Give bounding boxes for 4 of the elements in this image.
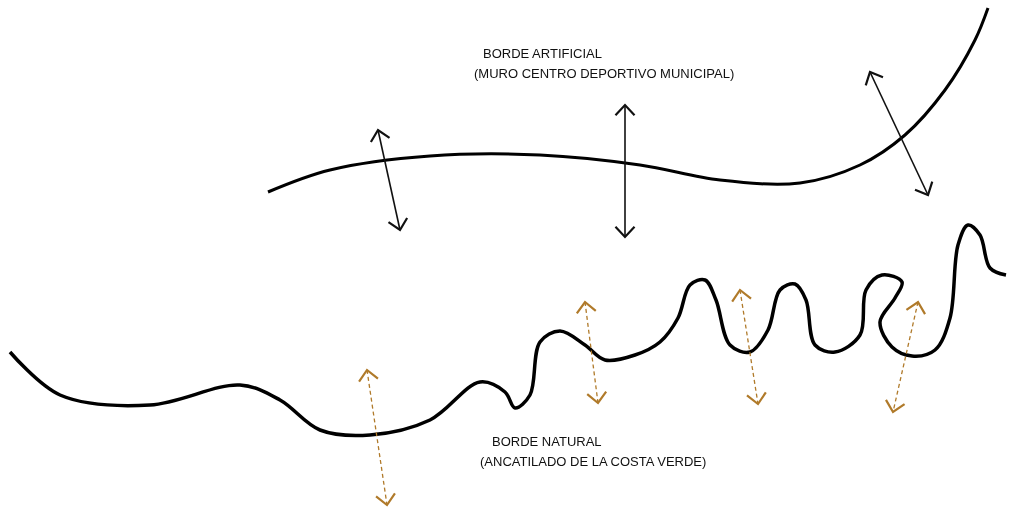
boundary-label: (MURO CENTRO DEPORTIVO MUNICIPAL) xyxy=(474,66,735,82)
boundary-label: BORDE ARTIFICIAL xyxy=(483,46,602,62)
boundary-label: (ANCATILADO DE LA COSTA VERDE) xyxy=(480,454,707,470)
boundary-label: BORDE NATURAL xyxy=(492,434,602,450)
